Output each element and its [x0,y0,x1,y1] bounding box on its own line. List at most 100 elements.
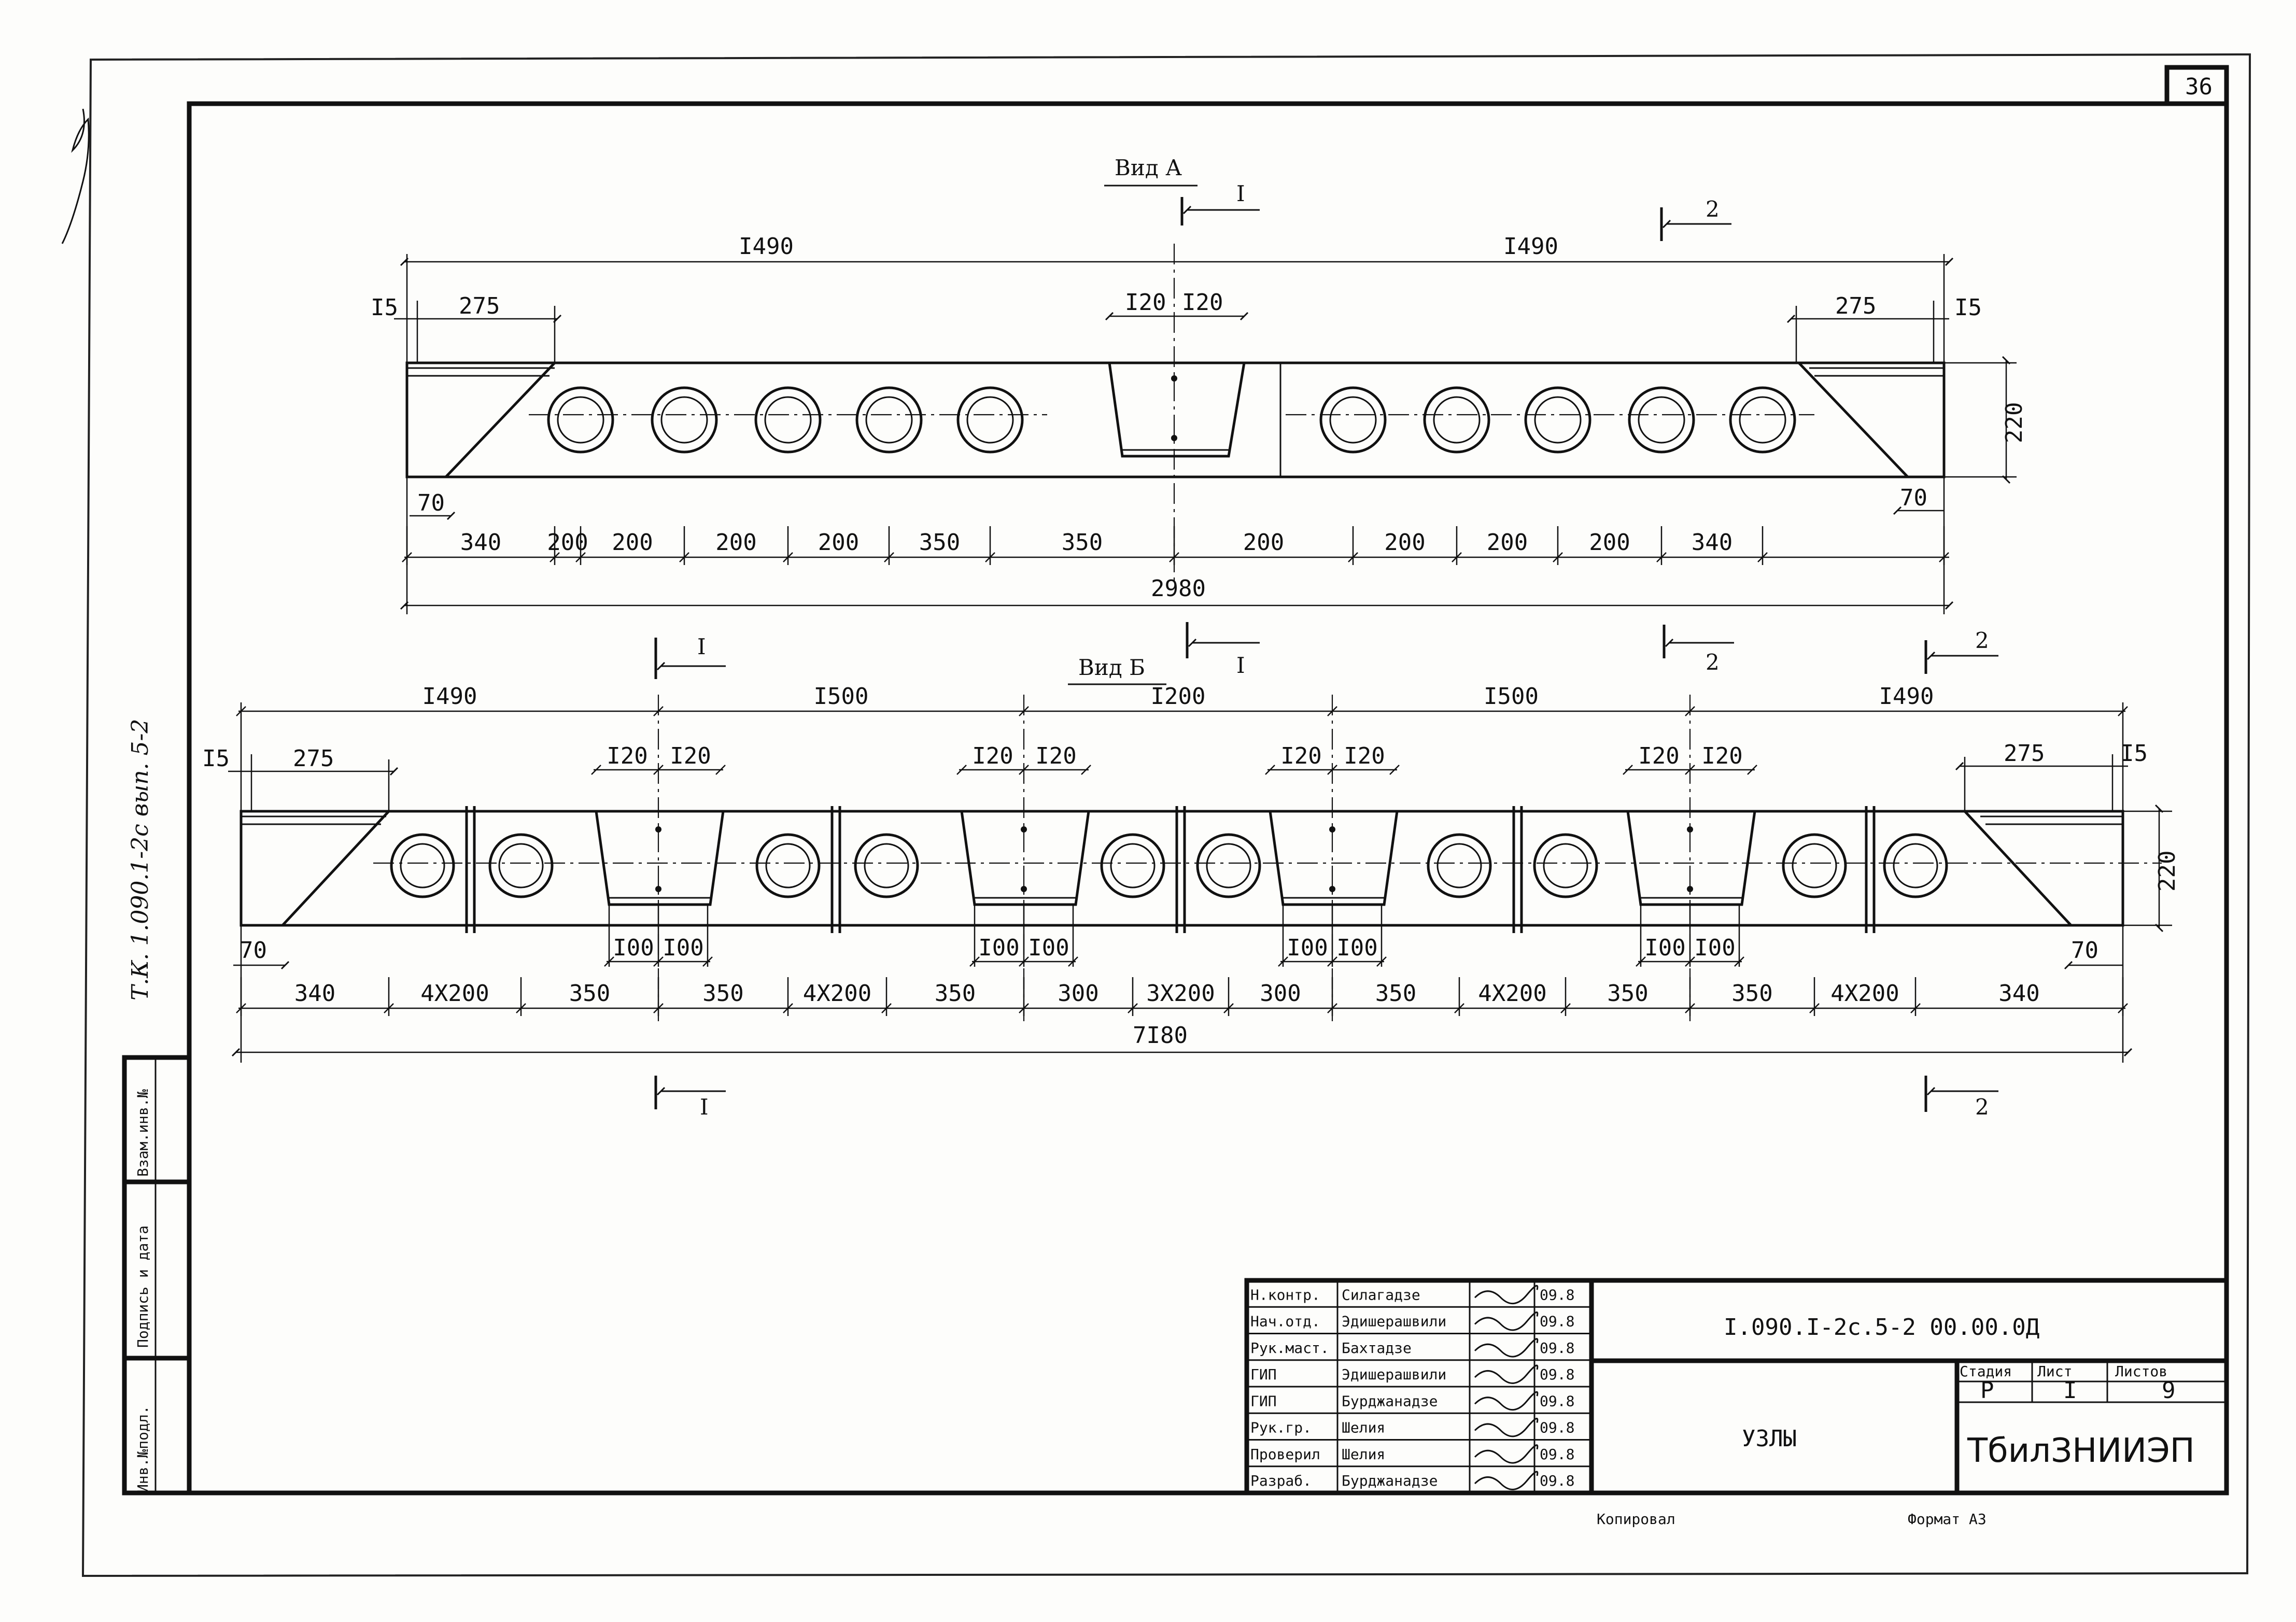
view-a-bottom-dim-10: 200 [1589,529,1630,556]
title-block: Н.контр. Силагадзе 09.8 Нач.отд. Эдишерашвил… [1244,1278,2229,1496]
view-b-i20-right-0: I20 [670,743,711,769]
tb-name-6: Шелия [1342,1446,1385,1463]
svg-text:I20: I20 [1182,289,1223,316]
view-b-bottom-dim-1: 4X200 [420,980,489,1007]
tb-name-0: Силагадзе [1342,1286,1420,1303]
view-b-bottom-dim-0: 340 [294,980,335,1007]
tb-name-4: Бурджанадзе [1342,1392,1438,1409]
view-a-dim-top-left: I490 [739,233,794,260]
svg-text:220: 220 [2001,402,2027,443]
svg-text:I5: I5 [202,745,230,772]
view-b-top-dim-1: I500 [814,683,869,710]
view-b-i20-left-2: I20 [1280,743,1321,769]
tb-role-0: Н.контр. [1250,1286,1320,1303]
svg-text:I5: I5 [1954,294,1982,321]
svg-text:I20: I20 [1125,289,1166,316]
svg-text:275: 275 [293,745,334,772]
view-b-bottom-dim-2: 350 [569,980,610,1007]
view-a: Вид А I 2 [371,155,2027,614]
tb-signature-4 [1474,1391,1539,1411]
view-b-bottom-dim-6: 300 [1058,980,1098,1007]
svg-text:2: 2 [1706,196,1720,222]
sheet-number: 36 [2185,74,2213,100]
svg-text:275: 275 [2004,740,2045,767]
svg-text:70: 70 [2071,937,2098,964]
inner-frame [187,101,2229,1496]
view-b-total: 7I80 [1133,1022,1188,1049]
tb-role-1: Нач.отд. [1250,1313,1320,1330]
view-b-bottom-dim-11: 350 [1607,980,1648,1007]
strip-signature: Подпись и дата [134,1225,151,1348]
strip-replaced: Взам.инв.№ [134,1089,151,1177]
view-a-bottom-dim-3: 200 [715,529,756,556]
view-b-bottom-dim-13: 4X200 [1830,980,1899,1007]
footer-copied: Копировал [1597,1511,1675,1528]
view-b-bottom-dim-10: 4X200 [1478,980,1546,1007]
view-b-bottom-dim-4: 4X200 [803,980,871,1007]
view-b-top-dim-2: I200 [1151,683,1206,710]
view-b-i00-left-1: I00 [978,935,1019,961]
tb-name-5: Шелия [1342,1419,1385,1436]
tb-name-2: Бахтадзе [1342,1339,1412,1357]
view-b-top-dim-0: I490 [422,683,477,710]
view-b-i20-left-1: I20 [972,743,1013,769]
svg-text:70: 70 [417,490,445,516]
svg-text:70: 70 [1900,485,1927,511]
drawing-name: УЗЛЫ [1742,1426,1797,1452]
view-a-bottom-dim-1: 200 [547,529,588,556]
view-b-i00-right-1: I00 [1028,935,1069,961]
view-b-i20-right-3: I20 [1701,743,1742,769]
tb-signature-7 [1474,1471,1539,1490]
view-a-dim-top-right: I490 [1503,233,1558,260]
svg-text:Листов: Листов [2115,1363,2167,1380]
view-b-bottom-dim-5: 350 [935,980,976,1007]
tb-signature-0 [1474,1285,1539,1305]
tb-name-1: Эдишерашвили [1342,1313,1446,1330]
view-b-i00-right-3: I00 [1694,935,1735,961]
svg-text:I: I [1236,653,1245,678]
view-b-top-dim-3: I500 [1484,683,1539,710]
view-b-i20-right-2: I20 [1344,743,1385,769]
tb-name-3: Эдишерашвили [1342,1366,1446,1383]
tb-role-3: ГИП [1250,1366,1277,1383]
sheet-value: I [2063,1377,2077,1404]
svg-text:2: 2 [1706,650,1720,675]
handwritten-signature [61,108,90,244]
svg-text:220: 220 [2154,851,2180,892]
tb-role-2: Рук.маст. [1250,1339,1329,1357]
tb-signature-6 [1474,1444,1539,1464]
view-b-i00-right-0: I00 [663,935,703,961]
svg-text:I: I [1236,181,1245,206]
view-a-bottom-dim-5: 350 [919,529,960,556]
view-b-i00-left-2: I00 [1287,935,1328,961]
svg-text:I: I [697,634,706,659]
svg-text:I: I [700,1094,709,1120]
sheets-value: 9 [2162,1377,2176,1404]
tb-date-2: 09.8 [1540,1339,1574,1357]
view-a-center-insert [1108,361,1246,458]
tb-role-6: Проверил [1250,1446,1320,1463]
tb-date-7: 09.8 [1540,1472,1574,1489]
view-b: Вид Б I I 2 2 I 2 [202,622,2180,1120]
outer-frame [81,53,2251,1577]
tb-name-7: Бурджанадзе [1342,1472,1438,1489]
svg-text:2: 2 [1975,1094,1989,1120]
view-a-bottom-dim-9: 200 [1487,529,1528,556]
view-b-bottom-dim-14: 340 [1998,980,2039,1007]
svg-text:275: 275 [459,293,500,319]
view-b-bottom-dim-8: 300 [1260,980,1301,1007]
view-a-holes [547,386,1796,454]
tb-date-1: 09.8 [1540,1313,1574,1330]
tb-signature-3 [1474,1364,1539,1384]
view-a-bottom-dim-11: 340 [1692,529,1732,556]
tb-date-4: 09.8 [1540,1392,1574,1409]
view-b-i00-left-3: I00 [1644,935,1685,961]
tb-date-3: 09.8 [1540,1366,1574,1383]
view-b-i20-right-1: I20 [1035,743,1076,769]
view-a-bottom-dim-2: 200 [612,529,653,556]
tb-date-6: 09.8 [1540,1446,1574,1463]
